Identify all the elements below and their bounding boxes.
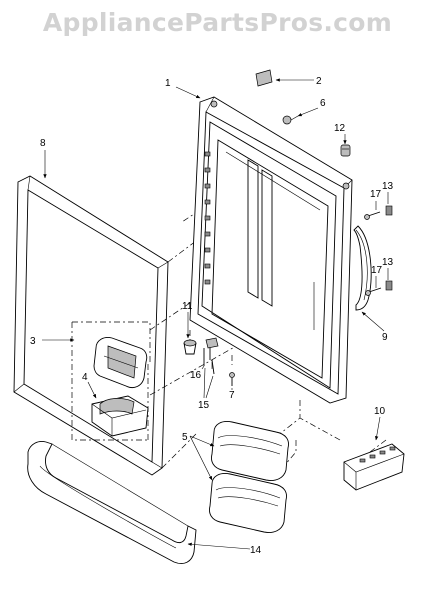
door-bin-upper	[211, 421, 289, 481]
callout-17-upper: 17	[370, 189, 382, 200]
screw-part-7	[229, 372, 235, 386]
callout-8: 8	[40, 138, 46, 149]
handle-screw-upper	[364, 205, 393, 220]
callout-10: 10	[374, 406, 386, 417]
callout-labels: 1 2 3 4 5 6 7 8 9 10 11 12 13 13 14 15 1…	[30, 76, 394, 556]
door-assembly	[189, 96, 353, 404]
label-card	[255, 69, 273, 87]
callout-16: 16	[190, 370, 202, 381]
callout-leaders	[42, 78, 389, 550]
dairy-bin	[91, 395, 149, 437]
screw-part-6	[282, 115, 299, 125]
callout-13-upper: 13	[382, 181, 394, 192]
door-stop-assembly	[203, 337, 219, 375]
hinge-bushing	[340, 144, 351, 157]
callout-13-lower: 13	[382, 257, 394, 268]
callout-2: 2	[316, 76, 322, 87]
door-shelf-bar	[27, 441, 197, 564]
utility-bin	[343, 443, 405, 491]
callout-6: 6	[320, 98, 326, 109]
callout-17-lower: 17	[371, 265, 383, 276]
dairy-door	[93, 337, 148, 389]
callout-5: 5	[182, 432, 188, 443]
door-bin-lower	[209, 473, 287, 533]
door-gasket	[13, 175, 169, 476]
callout-3: 3	[30, 336, 36, 347]
callout-15: 15	[198, 400, 210, 411]
callout-7: 7	[229, 390, 235, 401]
callout-1: 1	[165, 78, 171, 89]
door-handle	[353, 225, 372, 311]
callout-12: 12	[334, 123, 346, 134]
handle-screw-lower	[365, 280, 393, 296]
callout-4: 4	[82, 372, 88, 383]
hinge-cap	[183, 339, 197, 355]
site-watermark: AppliancePartsPros.com	[42, 8, 393, 37]
callout-11: 11	[182, 301, 193, 312]
callout-14: 14	[250, 545, 262, 556]
door-rib-marks	[204, 151, 211, 285]
callout-9: 9	[382, 332, 388, 343]
